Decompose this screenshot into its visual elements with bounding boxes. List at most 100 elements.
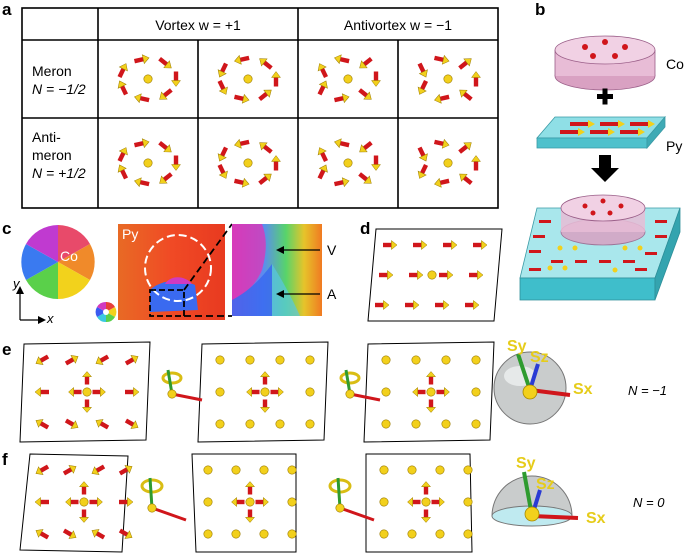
spin-arrow: [78, 509, 90, 523]
spin-arrow: [133, 54, 150, 65]
spin-arrow: [124, 355, 139, 366]
spin-sphere-e: [493, 351, 571, 425]
spin-arrow: [333, 93, 350, 104]
spin-arrow: [35, 464, 50, 475]
spin-arrow: [258, 173, 272, 186]
spin-lattice-d: [367, 228, 503, 322]
spin-arrow: [217, 146, 229, 162]
spin-dot: [471, 355, 481, 365]
py-film-map: [118, 223, 233, 320]
spin-dot: [215, 355, 225, 365]
spin-arrow: [92, 386, 106, 398]
f-n-value: N = 0: [633, 495, 665, 510]
spin-arrow: [119, 496, 134, 508]
spin-arrow: [271, 71, 281, 87]
spin-dot: [381, 419, 391, 429]
e-sy-label: Sy: [507, 338, 527, 355]
spin-arrow: [158, 56, 172, 69]
spin-arrow: [465, 299, 480, 311]
spin-hemisphere-f: [491, 471, 579, 527]
spin-arrow: [258, 89, 272, 102]
panel-label-a: a: [2, 0, 12, 19]
spin-arrow: [317, 80, 328, 96]
spin-arrow: [64, 418, 79, 429]
spin-arrow: [471, 155, 481, 171]
spin-dot: [435, 529, 445, 539]
spin-arrow: [471, 71, 481, 87]
spin-arrow: [425, 371, 437, 385]
spin-arrow: [439, 269, 454, 281]
spin-dot: [407, 529, 417, 539]
label-antivortex-marker: A: [327, 286, 337, 302]
spin-dot: [427, 270, 437, 280]
spin-arrow: [91, 529, 106, 540]
spin-arrow: [217, 163, 228, 179]
spin-arrow: [117, 63, 128, 79]
spin-dot: [203, 529, 213, 539]
spin-dot: [215, 419, 225, 429]
spin-arrow: [91, 464, 106, 475]
spin-arrow: [436, 386, 450, 398]
spin-sequence-f: [19, 453, 579, 553]
label-vortex-marker: V: [327, 242, 337, 258]
row-antimeron-name-2: meron: [32, 147, 72, 163]
spin-dot: [203, 465, 213, 475]
spin-arrow: [417, 163, 429, 179]
spin-arrow: [333, 177, 350, 188]
spin-arrow: [159, 88, 173, 100]
co-color-disk: [21, 225, 95, 299]
spin-dot: [379, 497, 389, 507]
spin-dot: [471, 387, 481, 397]
spin-dot: [167, 389, 177, 399]
spin-arrow: [134, 93, 150, 104]
spin-arrow: [117, 164, 129, 180]
spin-arrow: [358, 172, 372, 184]
spin-arrow: [259, 371, 271, 385]
spin-arrow: [271, 155, 281, 171]
spin-arrow: [459, 173, 473, 186]
spin-dot: [443, 74, 453, 84]
spin-dot: [379, 465, 389, 475]
spin-arrow: [217, 79, 228, 95]
spin-arrow: [259, 399, 271, 413]
spin-arrow: [171, 155, 181, 171]
magnetization-maps: [16, 223, 322, 324]
spin-arrow: [420, 481, 432, 495]
spin-arrow: [117, 147, 128, 163]
spin-arrow: [259, 142, 273, 154]
spin-dot: [343, 74, 353, 84]
spin-dot: [79, 497, 89, 507]
panel-label-c: c: [2, 219, 12, 238]
panel-label-f: f: [2, 450, 8, 469]
spin-arrow: [159, 172, 173, 184]
label-py-map: Py: [122, 226, 139, 242]
spin-arrow: [244, 481, 256, 495]
spin-dot: [243, 158, 253, 168]
spin-arrow: [413, 239, 428, 251]
spin-arrow: [317, 63, 329, 79]
panel-label-d: d: [360, 219, 371, 238]
spin-dot: [275, 355, 285, 365]
spin-arrow: [371, 155, 381, 171]
spin-arrow: [317, 164, 328, 180]
spin-arrow: [359, 140, 373, 153]
spin-dot: [82, 387, 92, 397]
spin-arrow: [34, 496, 49, 508]
spin-dot: [231, 465, 241, 475]
spin-arrow: [231, 496, 245, 508]
spin-dot: [203, 497, 213, 507]
spin-dot: [305, 419, 315, 429]
spin-arrow: [95, 419, 110, 430]
spin-dot: [443, 158, 453, 168]
spin-dot: [231, 529, 241, 539]
spin-dot: [259, 529, 269, 539]
spin-dot: [147, 503, 157, 513]
spin-arrow: [433, 138, 450, 149]
spin-dot: [463, 497, 473, 507]
spin-dot: [435, 465, 445, 475]
spin-arrow: [417, 79, 429, 95]
label-co-layer: Co: [666, 56, 684, 72]
spin-arrow: [118, 465, 133, 476]
spin-arrow: [64, 355, 79, 366]
spin-arrow: [433, 54, 450, 65]
